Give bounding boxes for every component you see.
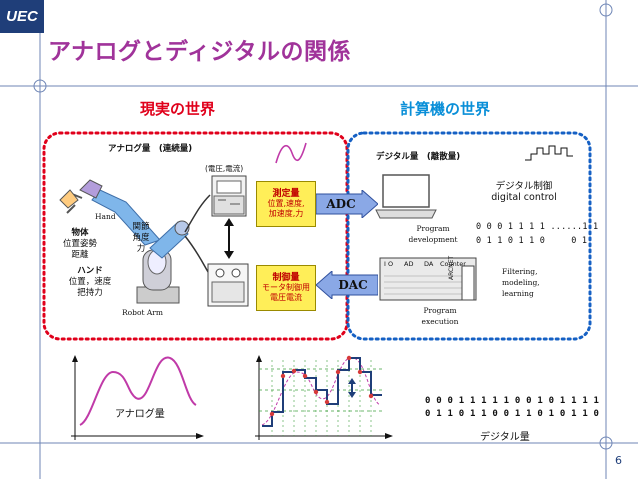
measure-control-link-arrow (224, 218, 234, 259)
filtering-line-1: Filtering, (502, 267, 538, 276)
page-number: 6 (615, 454, 622, 467)
object-line-2: 距離 (71, 250, 89, 260)
measured-quantity-title: 測定量 (272, 189, 300, 199)
program-development-label: Program development (398, 223, 468, 245)
hand-title: ハンド (77, 266, 103, 276)
digital-quantity-title: デジタル量 (離散量) (376, 152, 461, 162)
uec-badge: UEC (0, 0, 44, 33)
digital-bits-row-1: 0 0 0 1 1 1 1 ......1 1 (476, 222, 599, 232)
robot-arm-label: Robot Arm (122, 308, 163, 317)
program-execution-line-2: execution (421, 317, 459, 326)
control-quantity-line-1: モータ制御用 (262, 283, 310, 292)
computer-world-region (346, 131, 592, 341)
control-quantity-box: 制御量 モータ制御用 電圧電流 (256, 265, 316, 311)
interface-board (379, 257, 477, 301)
program-execution-line-1: Program (423, 306, 457, 315)
measured-quantity-line-1: 位置,速度, (267, 199, 305, 208)
arcnet-label: ARCNET (448, 255, 455, 280)
voltage-current-label: (電圧,電流) (205, 164, 244, 173)
joint-label-group: 関節 角度 力 (126, 222, 156, 255)
dac-label: DAC (338, 278, 368, 292)
analog-quantity-title: アナログ量 (連続量) (108, 144, 193, 154)
board-slot-da: DA (424, 260, 434, 268)
robot-cables (184, 194, 211, 276)
digital-control-line-1: デジタル制御 (495, 181, 553, 192)
digital-control-label: デジタル制御 digital control (474, 181, 574, 203)
digital-graph (255, 355, 393, 440)
hand-info-group: ハンド 位置，速度 把持力 (60, 266, 120, 299)
joint-line-3: 力 (136, 244, 146, 254)
measured-quantity-line-2: 加速度,力 (268, 209, 304, 218)
analog-wave-icon (275, 142, 307, 164)
dac-arrow (316, 271, 378, 299)
joint-line-1: 関節 (132, 222, 150, 232)
hand-line-2: 把持力 (77, 288, 103, 298)
digital-graph-label: デジタル量 (480, 432, 530, 443)
bottom-bits-line-1: 0 0 0 1 1 1 1 1 0 0 1 0 1 1 1 1 (425, 396, 600, 406)
control-quantity-line-2: 電圧電流 (270, 293, 302, 302)
board-slot-counter: Counter (440, 260, 466, 268)
object-line-1: 位置姿勢 (62, 239, 97, 249)
adc-label: ADC (326, 197, 356, 211)
robot-arm-illustration (59, 179, 190, 304)
slide-title: アナログとディジタルの関係 (48, 39, 351, 65)
sampled-analog-curve (261, 357, 381, 426)
control-quantity-title: 制御量 (272, 273, 300, 283)
quantized-step-line (262, 357, 382, 427)
adc-arrow (316, 190, 378, 218)
analog-graph (71, 355, 204, 440)
filtering-line-3: learning (502, 289, 534, 298)
filtering-line-2: modeling, (502, 278, 540, 287)
hand-label: Hand (95, 212, 116, 221)
program-development-line-2: development (408, 235, 458, 244)
joint-line-2: 角度 (132, 233, 150, 243)
digital-wave-icon (525, 145, 573, 161)
measuring-instrument (211, 175, 247, 217)
board-slot-ad: AD (404, 260, 414, 268)
quantization-step-arrow (348, 378, 356, 398)
board-slot-io: I O (384, 260, 394, 268)
measured-quantity-box: 測定量 位置,速度, 加速度,力 (256, 181, 316, 227)
object-title: 物体 (71, 228, 89, 238)
digital-bits-row-2: 0 1 1 0 1 1 0 0 1 (476, 236, 588, 246)
filtering-label: Filtering, modeling, learning (502, 266, 540, 299)
motor-driver (207, 263, 249, 307)
program-execution-label: Program execution (410, 305, 470, 327)
laptop-illustration (375, 174, 437, 219)
digital-control-line-2: digital control (491, 192, 557, 203)
real-world-heading: 現実の世界 (140, 100, 216, 118)
analog-curve (79, 356, 197, 426)
object-label-group: 物体 位置姿勢 距離 (58, 228, 102, 261)
bottom-bits-line-2: 0 1 1 0 1 1 0 0 1 1 0 1 0 1 1 0 (425, 409, 600, 419)
analog-graph-label: アナログ量 (115, 409, 165, 420)
program-development-line-1: Program (416, 224, 450, 233)
computer-world-heading: 計算機の世界 (400, 100, 491, 118)
hand-line-1: 位置，速度 (68, 277, 112, 287)
